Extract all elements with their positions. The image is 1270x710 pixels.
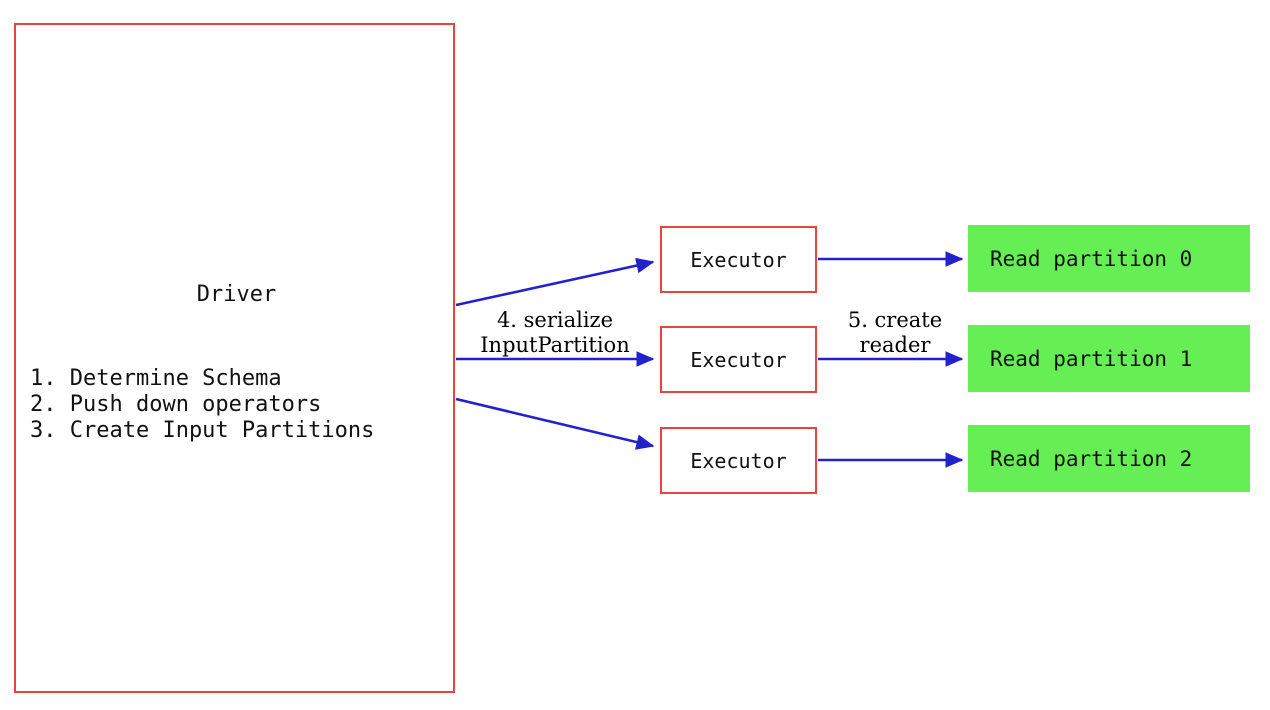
executor-box-2: Executor bbox=[660, 427, 817, 494]
driver-box: Driver 1. Determine Schema 2. Push down … bbox=[14, 23, 455, 693]
driver-step-3: 3. Create Input Partitions bbox=[30, 418, 375, 443]
arrow-label-serialize-inputpartition: 4. serialize InputPartition bbox=[480, 308, 630, 357]
driver-step-list: 1. Determine Schema 2. Push down operato… bbox=[30, 366, 450, 444]
read-partition-label-0: Read partition 0 bbox=[990, 246, 1193, 271]
driver-step-2: 2. Push down operators bbox=[30, 392, 322, 417]
executor-label-0: Executor bbox=[690, 247, 787, 272]
executor-label-1: Executor bbox=[690, 347, 787, 372]
driver-title: Driver bbox=[196, 282, 277, 307]
read-partition-box-0: Read partition 0 bbox=[968, 225, 1250, 292]
arrow-label-create-reader: 5. create reader bbox=[847, 308, 943, 357]
read-partition-label-2: Read partition 2 bbox=[990, 446, 1193, 471]
executor-label-2: Executor bbox=[690, 448, 787, 473]
read-partition-box-1: Read partition 1 bbox=[968, 325, 1250, 392]
executor-box-0: Executor bbox=[660, 226, 817, 293]
read-partition-box-2: Read partition 2 bbox=[968, 425, 1250, 492]
arrow-driver-to-executor-2 bbox=[455, 397, 655, 450]
driver-step-1: 1. Determine Schema bbox=[30, 366, 282, 391]
executor-box-1: Executor bbox=[660, 326, 817, 393]
read-partition-label-1: Read partition 1 bbox=[990, 346, 1193, 371]
arrow-driver-to-executor-0 bbox=[455, 257, 655, 307]
